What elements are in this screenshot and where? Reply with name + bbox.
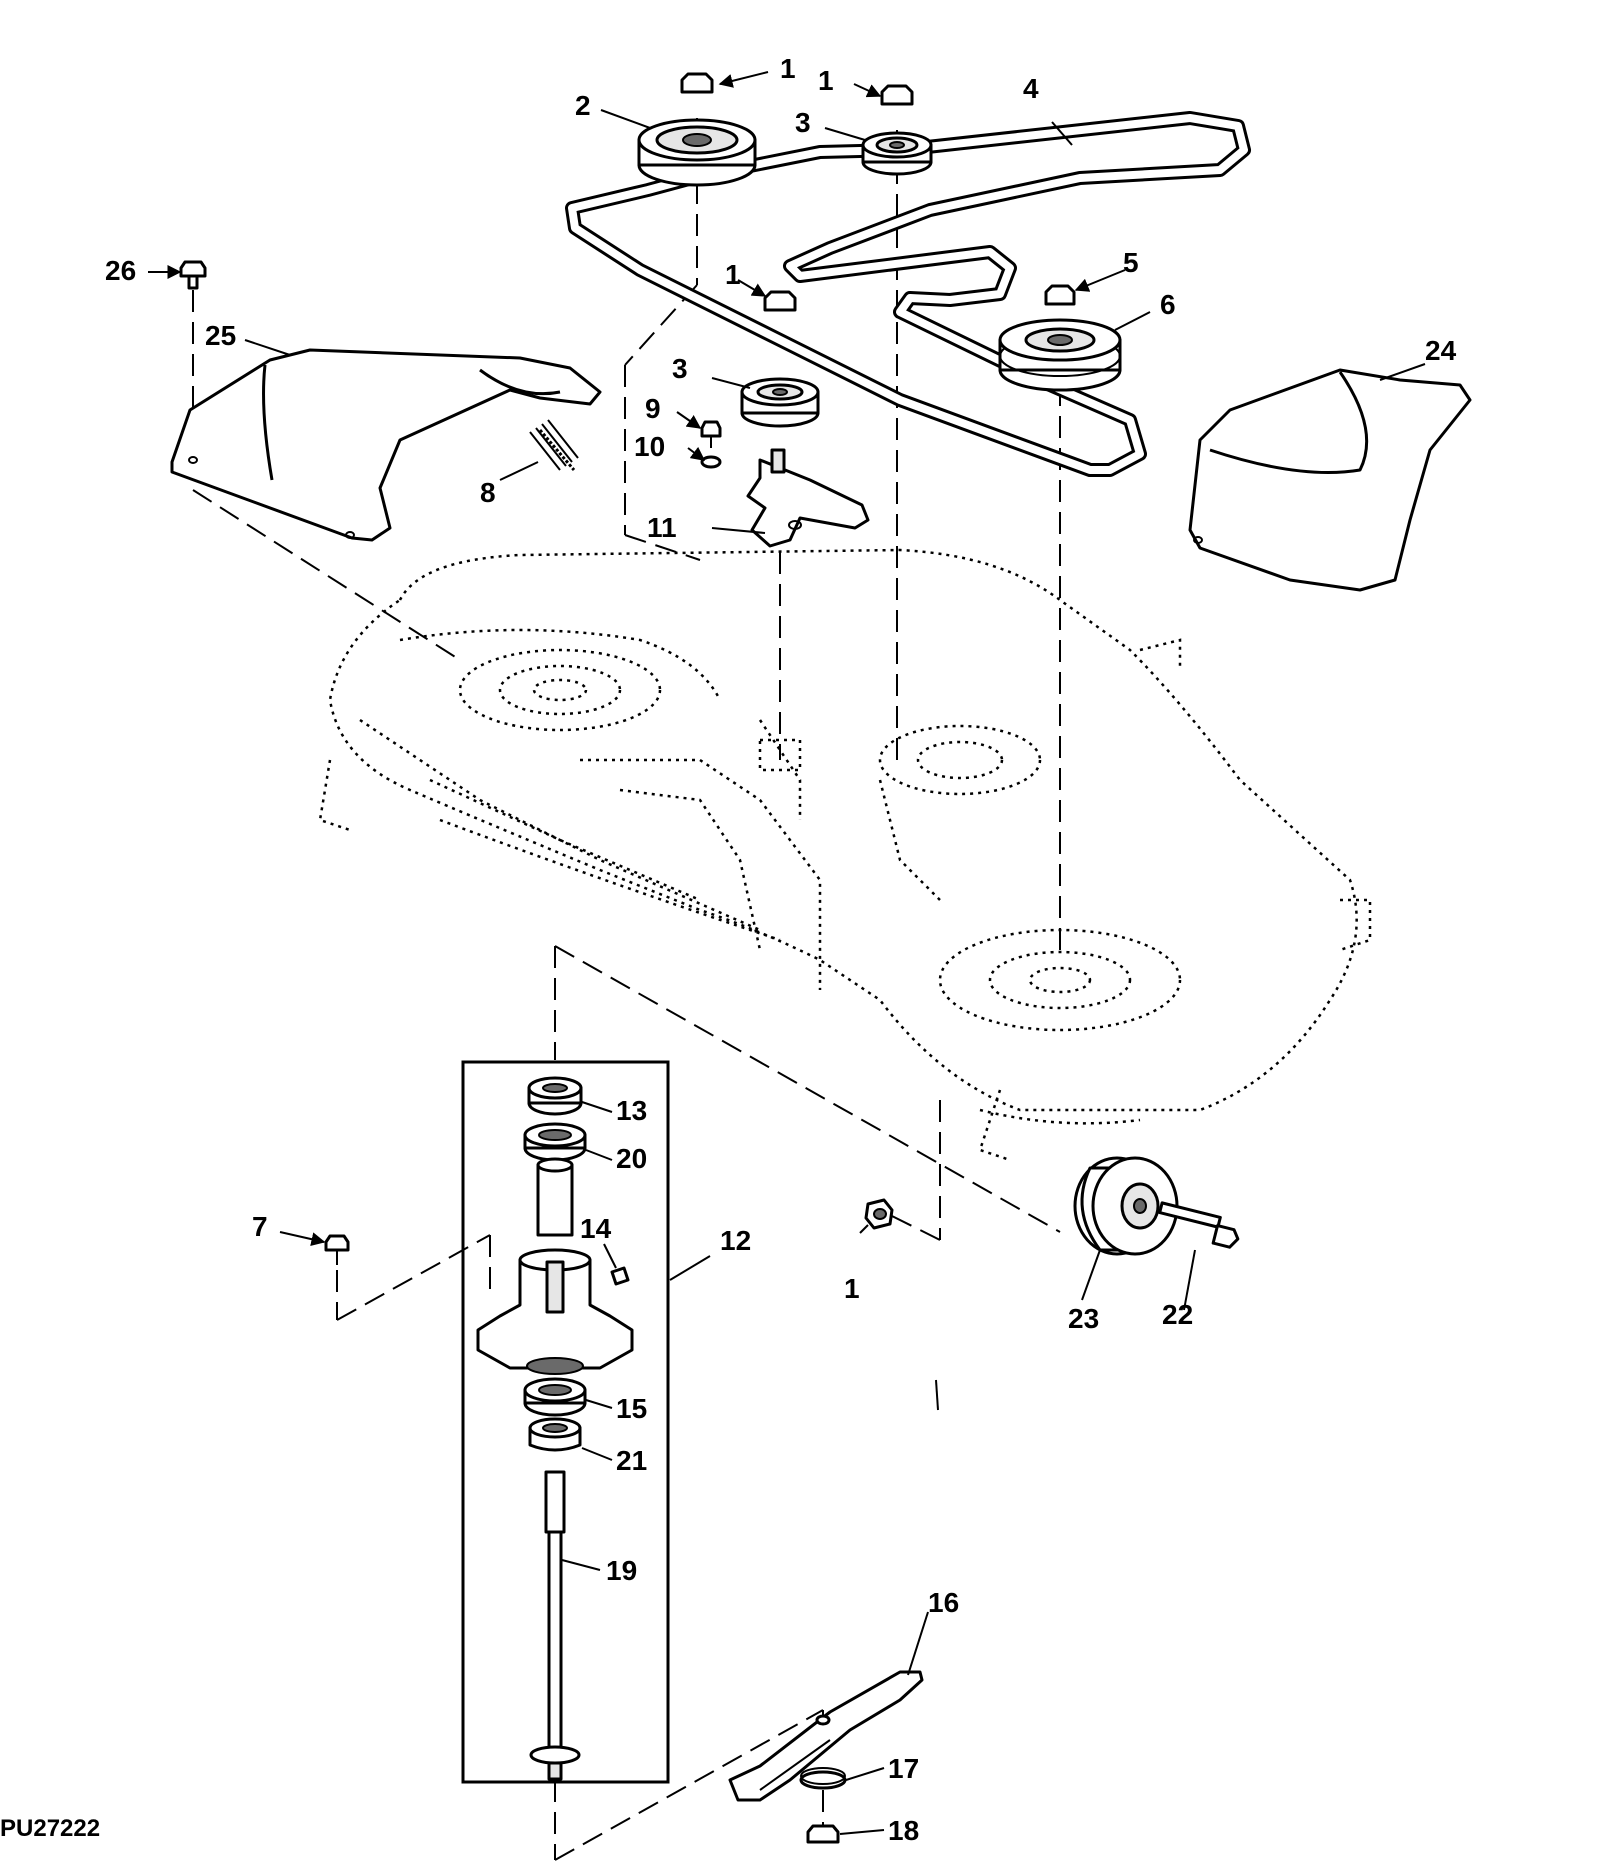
bearing-20 xyxy=(523,1122,587,1162)
callout-2: 2 xyxy=(575,90,591,121)
pulley-2 xyxy=(637,118,757,187)
callout-6: 6 xyxy=(1160,289,1176,320)
callout-1-c: 1 xyxy=(725,259,741,290)
callout-19: 19 xyxy=(606,1555,637,1586)
idler-pulley-3-top xyxy=(861,131,933,176)
callout-labels: 1 1 2 3 4 1 5 6 24 26 25 3 9 10 8 11 13 … xyxy=(0,53,1457,1846)
callout-13: 13 xyxy=(616,1095,647,1126)
mower-belt xyxy=(565,111,1251,477)
callout-5: 5 xyxy=(1123,247,1139,278)
callout-24: 24 xyxy=(1425,335,1457,366)
idler-arm-11 xyxy=(746,448,870,548)
spindle-assembly-box xyxy=(461,1060,670,1784)
bolt-5 xyxy=(1044,284,1076,306)
right-belt-shield xyxy=(1188,368,1472,592)
callout-23: 23 xyxy=(1068,1303,1099,1334)
callout-15: 15 xyxy=(616,1393,647,1424)
callout-4: 4 xyxy=(1023,73,1039,104)
pulley-6 xyxy=(998,318,1122,392)
callout-7: 7 xyxy=(252,1211,268,1242)
callout-16: 16 xyxy=(928,1587,959,1618)
spacer-21 xyxy=(528,1417,582,1452)
callout-18: 18 xyxy=(888,1815,919,1846)
idler-pulley-3-bottom xyxy=(740,377,820,428)
callout-1-a: 1 xyxy=(780,53,796,84)
nut-18 xyxy=(806,1824,840,1844)
callout-17: 17 xyxy=(888,1753,919,1784)
callout-1-d: 1 xyxy=(844,1273,860,1304)
bolt-1-top-right xyxy=(880,84,914,106)
nut-1-lower xyxy=(864,1198,894,1230)
callout-22: 22 xyxy=(1162,1299,1193,1330)
washer-10 xyxy=(700,455,722,469)
callout-12: 12 xyxy=(720,1225,751,1256)
callout-11: 11 xyxy=(647,512,677,543)
grease-fitting-14 xyxy=(610,1266,630,1286)
mower-deck-outline xyxy=(318,548,1372,1162)
leader-lines xyxy=(148,71,1426,1835)
gauge-wheel-23 xyxy=(1073,1156,1179,1256)
bolt-7 xyxy=(324,1234,350,1265)
callout-20: 20 xyxy=(616,1143,647,1174)
bearing-15 xyxy=(523,1377,587,1417)
shoulder-bolt-22 xyxy=(1158,1201,1240,1249)
spindle-housing xyxy=(476,1248,634,1375)
callout-9: 9 xyxy=(645,393,661,424)
callout-14: 14 xyxy=(580,1213,612,1244)
bolt-26 xyxy=(179,260,207,290)
figure-id: PU27222 xyxy=(0,1815,100,1842)
spring-8 xyxy=(529,419,579,471)
callout-26: 26 xyxy=(105,255,136,286)
callout-3-b: 3 xyxy=(672,353,688,384)
left-belt-shield xyxy=(170,348,602,542)
callout-25: 25 xyxy=(205,320,236,351)
bolt-9 xyxy=(700,420,722,448)
blade-16 xyxy=(728,1670,924,1802)
callout-3-a: 3 xyxy=(795,107,811,138)
callout-10: 10 xyxy=(634,431,665,462)
callout-8: 8 xyxy=(480,477,496,508)
washer-17 xyxy=(799,1767,847,1790)
callout-21: 21 xyxy=(616,1445,647,1476)
bolt-1-mid xyxy=(763,290,797,312)
spacer-13 xyxy=(527,1076,583,1116)
bolt-1-top-left xyxy=(680,72,714,94)
spacer-tube xyxy=(536,1157,574,1237)
spindle-shaft-19 xyxy=(529,1470,581,1781)
callout-1-b: 1 xyxy=(818,65,834,96)
